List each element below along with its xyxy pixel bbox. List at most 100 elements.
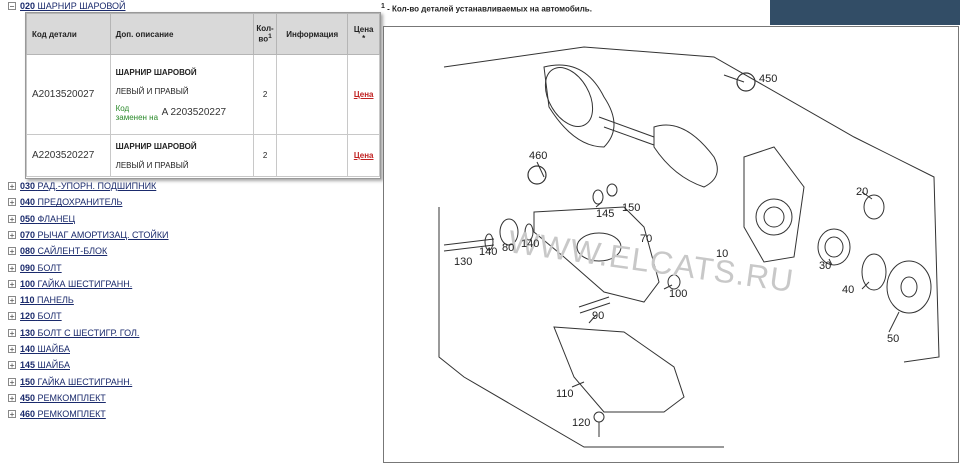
tree-item-num: 090 bbox=[20, 262, 36, 273]
callout-450[interactable]: 450 bbox=[759, 73, 777, 85]
tree-item-name: ГАЙКА ШЕСТИГРАНН. bbox=[37, 278, 133, 289]
part-description: ШАРНИР ШАРОВОЙ ЛЕВЫЙ И ПРАВЫЙ Код замене… bbox=[109, 54, 255, 135]
parts-tree-panel: − 020 ШАРНИР ШАРОВОЙ Код детали Доп. опи… bbox=[0, 0, 381, 463]
callout-10[interactable]: 10 bbox=[716, 248, 728, 260]
callout-20[interactable]: 20 bbox=[856, 186, 868, 198]
expand-toggle-icon[interactable]: + bbox=[8, 198, 16, 208]
callout-30[interactable]: 30 bbox=[819, 260, 831, 272]
part-info bbox=[276, 134, 349, 177]
tree-item-450[interactable]: +450 РЕМКОМПЛЕКТ bbox=[8, 392, 106, 404]
part-info bbox=[276, 54, 349, 135]
tree-item-num: 450 bbox=[20, 392, 36, 403]
col-header-info: Информация bbox=[276, 13, 349, 55]
expand-toggle-icon[interactable]: + bbox=[8, 263, 16, 273]
expand-toggle-icon[interactable]: + bbox=[8, 279, 16, 289]
expand-toggle-icon[interactable]: + bbox=[8, 247, 16, 257]
callout-100[interactable]: 100 bbox=[669, 288, 687, 300]
tree-item-name: РАД.-УПОРН. ПОДШИПНИК bbox=[37, 181, 157, 191]
expand-toggle-icon[interactable]: + bbox=[8, 393, 16, 403]
tree-item-080[interactable]: +080 САЙЛЕНТ-БЛОК bbox=[8, 245, 107, 257]
tree-item-name: БОЛТ С ШЕСТИГР. ГОЛ. bbox=[37, 327, 140, 338]
tree-item-num: 040 bbox=[20, 197, 36, 208]
tree-item-name: РЫЧАГ АМОРТИЗАЦ. СТОЙКИ bbox=[37, 229, 169, 240]
part-code: A2203520227 bbox=[26, 134, 111, 177]
replacement-code: A 2203520227 bbox=[161, 107, 227, 118]
callout-90[interactable]: 90 bbox=[592, 310, 604, 322]
tree-item-030[interactable]: +030 РАД.-УПОРН. ПОДШИПНИК bbox=[8, 180, 156, 192]
expand-toggle-icon[interactable]: + bbox=[8, 214, 16, 224]
tree-item-040[interactable]: +040 ПРЕДОХРАНИТЕЛЬ bbox=[8, 196, 122, 208]
callout-50[interactable]: 50 bbox=[887, 333, 899, 345]
expand-toggle-icon[interactable]: + bbox=[8, 328, 16, 338]
tree-item-num: 030 bbox=[20, 181, 36, 191]
tree-item-name: ПАНЕЛЬ bbox=[37, 295, 74, 306]
callout-70[interactable]: 70 bbox=[640, 233, 652, 245]
price-link[interactable]: Цена bbox=[347, 134, 380, 177]
tree-item-140[interactable]: +140 ШАЙБА bbox=[8, 343, 70, 355]
tree-item-120[interactable]: +120 БОЛТ bbox=[8, 310, 62, 322]
expand-toggle-icon[interactable]: + bbox=[8, 296, 16, 306]
expand-toggle-icon[interactable]: + bbox=[8, 182, 16, 191]
tree-item-num: 080 bbox=[20, 246, 36, 257]
expand-toggle-icon[interactable]: + bbox=[8, 345, 16, 354]
part-detail-popup: Код детали Доп. описание Кол-во1 Информа… bbox=[25, 12, 381, 179]
tree-item-name: РЕМКОМПЛЕКТ bbox=[37, 409, 106, 420]
callout-80[interactable]: 80 bbox=[502, 242, 514, 254]
tree-item-070[interactable]: +070 РЫЧАГ АМОРТИЗАЦ. СТОЙКИ bbox=[8, 229, 169, 241]
expand-toggle-icon[interactable]: + bbox=[8, 377, 16, 387]
col-header-code: Код детали bbox=[26, 13, 111, 55]
table-row: A2203520227 ШАРНИР ШАРОВОЙ ЛЕВЫЙ И ПРАВЫ… bbox=[26, 134, 380, 177]
tree-item-num: 145 bbox=[20, 360, 36, 371]
tree-item-name: РЕМКОМПЛЕКТ bbox=[37, 392, 106, 403]
parts-table: Код детали Доп. описание Кол-во1 Информа… bbox=[26, 13, 380, 177]
tree-item-num: 140 bbox=[20, 344, 36, 354]
tree-item-110[interactable]: +110 ПАНЕЛЬ bbox=[8, 294, 74, 306]
callout-145[interactable]: 145 bbox=[596, 208, 614, 220]
tree-item-460[interactable]: +460 РЕМКОМПЛЕКТ bbox=[8, 408, 106, 420]
tree-item-050[interactable]: +050 ФЛАНЕЦ bbox=[8, 213, 75, 225]
tree-item-name: ГАЙКА ШЕСТИГРАНН. bbox=[37, 376, 133, 387]
tree-item-num: 150 bbox=[20, 376, 36, 387]
quantity-footnote: 1 - Кол-во деталей устанавливаемых на ав… bbox=[381, 3, 592, 14]
replacement-info: Код заменен на A 2203520227 bbox=[116, 104, 248, 122]
tree-item-100[interactable]: +100 ГАЙКА ШЕСТИГРАНН. bbox=[8, 278, 132, 290]
expand-toggle-icon[interactable]: + bbox=[8, 312, 16, 322]
expand-toggle-icon[interactable]: + bbox=[8, 230, 16, 240]
tree-item-num: 100 bbox=[20, 278, 36, 289]
callout-130[interactable]: 130 bbox=[454, 256, 472, 268]
tree-item-name: ПРЕДОХРАНИТЕЛЬ bbox=[37, 197, 123, 208]
tree-item-num: 120 bbox=[20, 311, 36, 322]
part-qty: 2 bbox=[253, 54, 278, 135]
tree-item-name: БОЛТ bbox=[37, 262, 62, 273]
callout-40[interactable]: 40 bbox=[842, 284, 854, 296]
tree-item-num: 070 bbox=[20, 229, 36, 240]
col-header-qty: Кол-во1 bbox=[253, 13, 278, 55]
tree-item-name: БОЛТ bbox=[37, 311, 62, 322]
tree-item-145[interactable]: +145 ШАЙБА bbox=[8, 359, 70, 371]
tree-item-name: ШАЙБА bbox=[37, 360, 70, 371]
expand-toggle-icon[interactable]: + bbox=[8, 361, 16, 371]
collapse-toggle-icon[interactable]: − bbox=[8, 2, 16, 11]
callout-140[interactable]: 140 bbox=[521, 238, 539, 250]
callout-140[interactable]: 140 bbox=[479, 246, 497, 258]
callout-150[interactable]: 150 bbox=[622, 202, 640, 214]
callout-110[interactable]: 110 bbox=[556, 388, 574, 400]
header-bar bbox=[770, 0, 960, 25]
tree-item-090[interactable]: +090 БОЛТ bbox=[8, 262, 62, 274]
price-link[interactable]: Цена bbox=[347, 54, 380, 135]
callout-120[interactable]: 120 bbox=[572, 417, 590, 429]
tree-item-name: ШАЙБА bbox=[37, 344, 70, 354]
tree-item-expanded[interactable]: − 020 ШАРНИР ШАРОВОЙ bbox=[8, 0, 126, 12]
tree-item-name: САЙЛЕНТ-БЛОК bbox=[37, 246, 108, 257]
callout-460[interactable]: 460 bbox=[529, 150, 547, 162]
tree-item-150[interactable]: +150 ГАЙКА ШЕСТИГРАНН. bbox=[8, 376, 132, 388]
col-header-price: Цена* bbox=[347, 13, 380, 55]
tree-item-num: 460 bbox=[20, 409, 36, 420]
expand-toggle-icon[interactable]: + bbox=[8, 410, 16, 420]
tree-item-130[interactable]: +130 БОЛТ С ШЕСТИГР. ГОЛ. bbox=[8, 327, 139, 339]
part-qty: 2 bbox=[253, 134, 278, 177]
table-row: A2013520027 ШАРНИР ШАРОВОЙ ЛЕВЫЙ И ПРАВЫ… bbox=[26, 54, 380, 135]
part-description: ШАРНИР ШАРОВОЙ ЛЕВЫЙ И ПРАВЫЙ bbox=[109, 134, 255, 177]
